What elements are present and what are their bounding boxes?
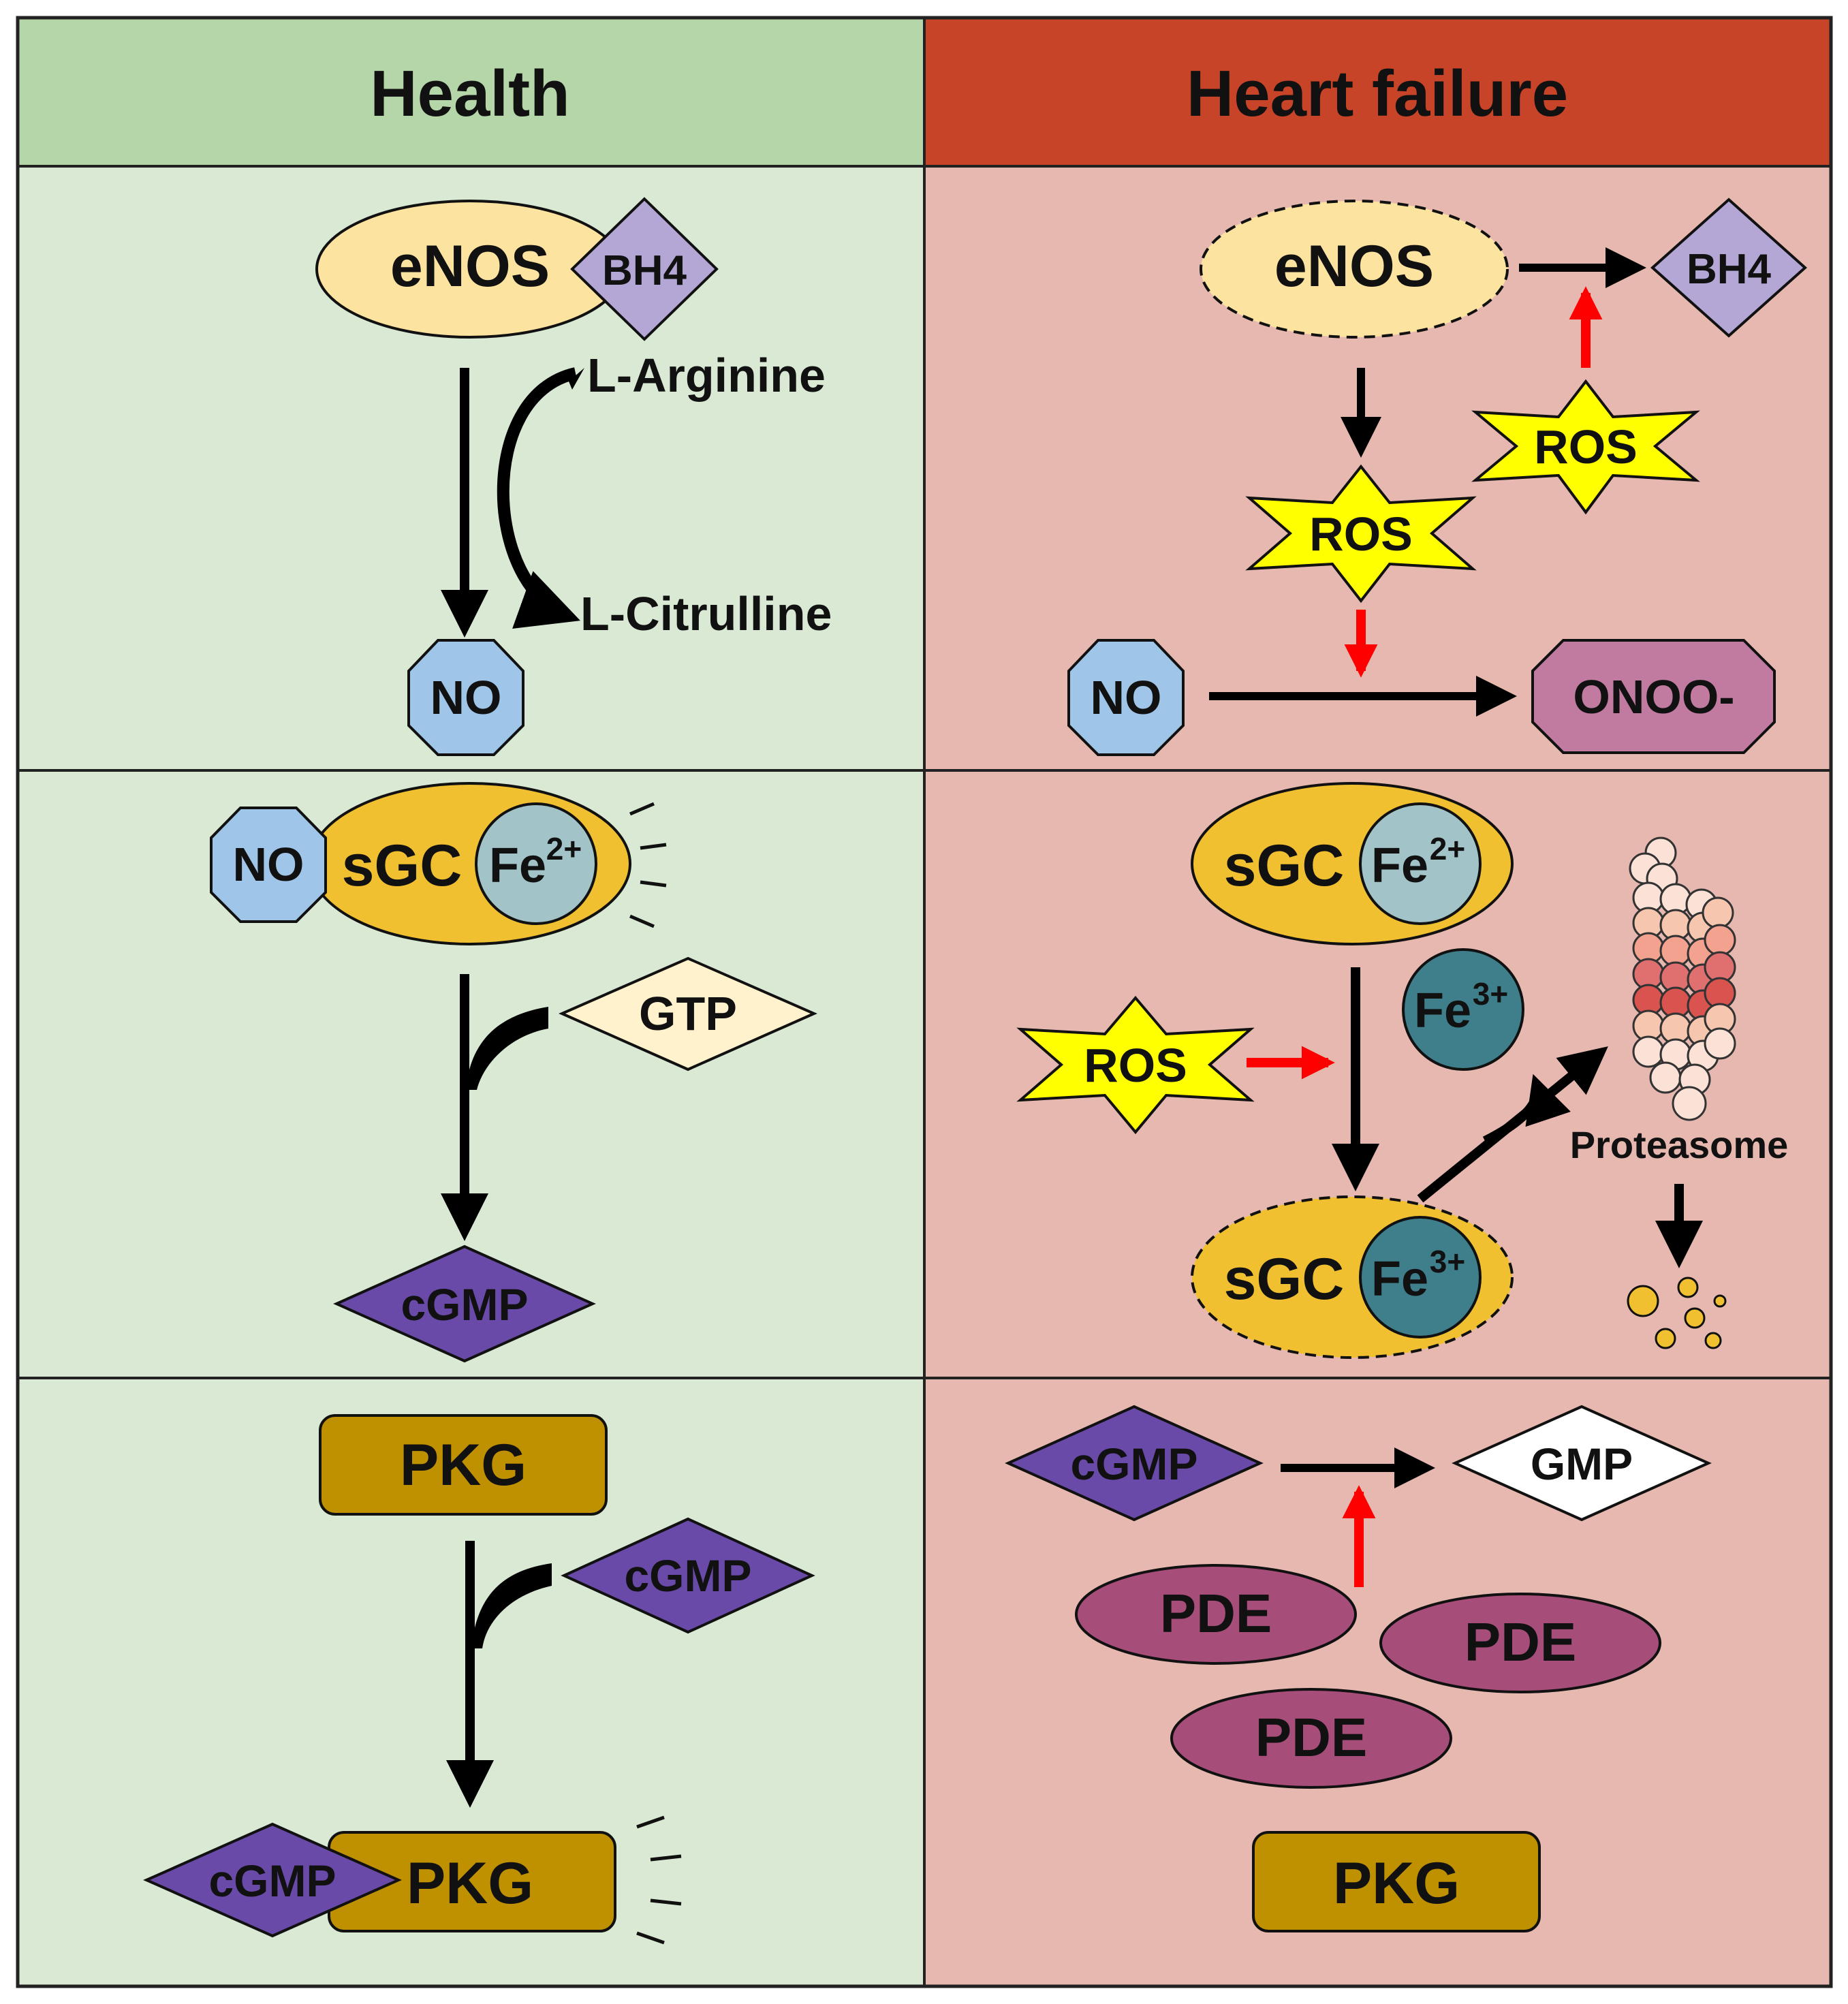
health-cgmp-merge-curve bbox=[471, 1563, 552, 1648]
hf-pde-2: PDE bbox=[1379, 1593, 1661, 1693]
health-arginine-citrulline-curve bbox=[497, 367, 580, 629]
health-gtp-label: GTP bbox=[639, 987, 737, 1040]
health-cgmp-binding: cGMP bbox=[561, 1517, 815, 1634]
health-arginine-curve-head bbox=[569, 368, 584, 390]
hf-bh4-diamond-group: BH4 bbox=[1650, 198, 1808, 338]
health-gtp-diamond bbox=[559, 956, 817, 1071]
health-no-bound-octagon bbox=[210, 807, 327, 923]
hf-onoo-label: ONOO- bbox=[1573, 670, 1734, 723]
hf-onoo-shape bbox=[1531, 639, 1776, 754]
hf-ros-lower-label: ROS bbox=[1309, 507, 1413, 561]
health-no-bound-label: NO bbox=[233, 838, 304, 891]
health-pkg-activity-lines bbox=[636, 1815, 682, 1945]
hf-fe3-free-circle bbox=[1402, 948, 1524, 1071]
hf-pkg-inactive: PKG bbox=[1252, 1831, 1541, 1932]
health-enos-label: eNOS bbox=[390, 234, 550, 299]
hf-cgmp-label: cGMP bbox=[1070, 1439, 1197, 1489]
health-fe2-label: Fe bbox=[489, 839, 546, 893]
health-cgmp-binding-label: cGMP bbox=[624, 1550, 751, 1601]
hf-ros-star: ROS bbox=[1016, 995, 1255, 1135]
hf-sgc-oxidized-complex: sGC Fe 3+ bbox=[1191, 1195, 1514, 1359]
hf-fe2-charge: 2+ bbox=[1430, 831, 1465, 866]
health-fe2-charge: 2+ bbox=[546, 831, 582, 866]
health-fe2-circle bbox=[475, 802, 597, 925]
hf-pde-2-label: PDE bbox=[1465, 1612, 1577, 1672]
hf-fe3-bound-circle bbox=[1359, 1216, 1482, 1338]
hf-ros-label: ROS bbox=[1084, 1039, 1187, 1092]
hf-sgc-top-label: sGC bbox=[1224, 833, 1345, 898]
hf-pde-3-label: PDE bbox=[1255, 1707, 1368, 1768]
health-enos-complex: eNOS BH4 bbox=[315, 197, 719, 341]
hf-pde-1: PDE bbox=[1075, 1564, 1357, 1665]
health-pkg-top: PKG bbox=[319, 1414, 608, 1516]
health-cgmp-diamond bbox=[333, 1244, 596, 1363]
health-sgc-activity-lines bbox=[629, 802, 667, 928]
hf-enos-ellipse bbox=[1200, 200, 1509, 339]
hf-no-label: NO bbox=[1091, 671, 1162, 724]
health-header-title: Health bbox=[370, 57, 569, 130]
hf-sgc-reduced-complex: sGC Fe 2+ bbox=[1191, 782, 1514, 945]
hf-degradation-fragments bbox=[1627, 1277, 1727, 1349]
health-cgmp-label: cGMP bbox=[401, 1279, 528, 1330]
health-no-label: NO bbox=[430, 671, 502, 724]
heart-failure-header-bg bbox=[923, 16, 1832, 168]
health-sgc-label: sGC bbox=[342, 833, 463, 898]
health-cgmp-complex-label: cGMP bbox=[208, 1856, 336, 1906]
health-cgmp-pkg-complex: cGMP PKG bbox=[143, 1822, 616, 1938]
hf-cgmp-group: cGMP bbox=[1005, 1405, 1264, 1522]
health-cgmp-complex-diamond bbox=[143, 1822, 402, 1938]
hf-pkg-rect bbox=[1252, 1831, 1541, 1932]
diagram-frame bbox=[16, 16, 1833, 1988]
hf-gmp-label: GMP bbox=[1531, 1439, 1633, 1489]
hf-onoo-group: ONOO- bbox=[1531, 639, 1776, 754]
health-gtp-diamond-group: GTP bbox=[559, 956, 817, 1071]
hf-enos-label: eNOS bbox=[1274, 234, 1434, 299]
hf-bh4-diamond bbox=[1650, 198, 1808, 338]
health-l-arginine-label: L-Arginine bbox=[587, 349, 826, 402]
hf-pde-3: PDE bbox=[1170, 1688, 1452, 1789]
hf-bh4-label: BH4 bbox=[1687, 246, 1772, 293]
health-no-octagon: NO bbox=[407, 639, 524, 756]
heart-failure-header-title: Heart failure bbox=[1187, 57, 1568, 130]
hf-fe3-free-charge: 3+ bbox=[1473, 976, 1508, 1012]
hf-pde-1-label: PDE bbox=[1160, 1583, 1272, 1644]
health-cgmp-binding-diamond bbox=[561, 1517, 815, 1634]
hf-cgmp-diamond bbox=[1005, 1405, 1264, 1522]
health-cgmp-product: cGMP bbox=[333, 1244, 596, 1363]
hf-enos-uncoupled: eNOS bbox=[1200, 200, 1509, 339]
hf-ros-upper-star: ROS bbox=[1471, 379, 1700, 515]
health-gtp-merge-curve bbox=[466, 1007, 548, 1090]
hf-heme-release-arrow bbox=[1482, 1074, 1571, 1146]
hf-fe3-bound-charge: 3+ bbox=[1430, 1244, 1465, 1279]
hf-pkg-label: PKG bbox=[1333, 1851, 1460, 1916]
hf-ros-upper-label: ROS bbox=[1534, 420, 1638, 473]
health-bh4-diamond bbox=[570, 197, 719, 341]
health-bh4-label: BH4 bbox=[602, 247, 687, 294]
hf-fe3-bound-label: Fe bbox=[1371, 1252, 1428, 1306]
hf-no-octagon: NO bbox=[1067, 639, 1185, 756]
hf-gmp-diamond bbox=[1452, 1405, 1712, 1522]
hf-gmp-group: GMP bbox=[1452, 1405, 1712, 1522]
hf-ros-lower-star: ROS bbox=[1245, 464, 1477, 604]
health-l-citrulline-label: L-Citrulline bbox=[580, 587, 832, 640]
hf-fe3-free: Fe 3+ bbox=[1402, 948, 1524, 1071]
hf-proteasome-label: Proteasome bbox=[1570, 1123, 1789, 1166]
health-pkg-top-rect bbox=[319, 1414, 608, 1516]
hf-sgc-bottom-label: sGC bbox=[1224, 1247, 1345, 1312]
health-pkg-complex-label: PKG bbox=[407, 1851, 533, 1916]
health-header-bg bbox=[16, 16, 926, 168]
health-sgc-complex: NO sGC Fe 2+ bbox=[210, 782, 631, 945]
hf-fe2-circle bbox=[1359, 802, 1482, 925]
hf-proteasome-icon bbox=[1629, 836, 1736, 1121]
hf-fe3-free-label: Fe bbox=[1414, 984, 1471, 1038]
health-pkg-top-label: PKG bbox=[400, 1432, 527, 1498]
hf-fe2-label: Fe bbox=[1371, 839, 1428, 893]
